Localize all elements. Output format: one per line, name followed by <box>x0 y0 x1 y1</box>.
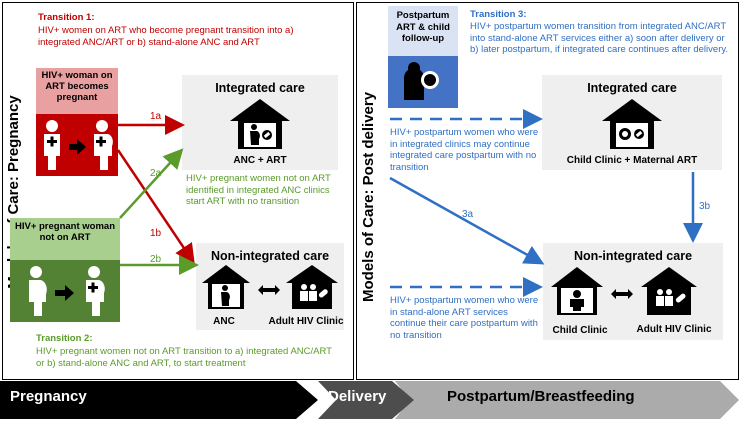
box-not-on-art-title: HIV+ pregnant woman not on ART <box>10 218 120 260</box>
timeline-arrows <box>0 381 739 419</box>
anc-clinic-icon <box>202 265 250 309</box>
integrated-care-title-right: Integrated care <box>587 81 677 95</box>
pregnancy-transition-icon <box>44 120 113 170</box>
transition2-text: HIV+ pregnant women not on ART transitio… <box>36 346 332 369</box>
box-on-art-title: HIV+ woman on ART becomes pregnant <box>36 68 118 114</box>
timeline-postpartum: Postpartum/Breastfeeding <box>447 388 635 405</box>
anc-art-label: ANC + ART <box>233 155 287 166</box>
arrow-3a-label: 3a <box>462 209 474 220</box>
followup-title: Postpartum ART & child follow-up <box>388 6 458 56</box>
transition1-title: Transition 1: <box>38 12 95 23</box>
integrated-care-title-left: Integrated care <box>215 81 305 95</box>
adult-hiv-clinic-label-right: Adult HIV Clinic <box>636 324 712 335</box>
integrated-child-maternal-icon <box>602 99 662 149</box>
left-transition-arrows <box>116 115 199 275</box>
transition1-text: HIV+ women on ART who become pregnant tr… <box>38 25 294 48</box>
pregnancy-arrow-shape <box>0 381 318 419</box>
followup-box: Postpartum ART & child follow-up <box>388 6 458 108</box>
transition3-text: HIV+ postpartum women transition from in… <box>470 21 729 55</box>
integrated-note-left: HIV+ pregnant women not on ART identifie… <box>186 173 331 207</box>
not-on-art-transition-icon <box>29 266 105 316</box>
nonintegrated-care-box-left: Non-integrated care ANC Adult HIV Clinic <box>196 243 344 330</box>
adult-hiv-clinic-icon-right <box>641 267 697 315</box>
child-clinic-label: Child Clinic <box>552 325 608 336</box>
postpartum-arrow-shape <box>395 381 739 419</box>
adult-hiv-clinic-icon <box>286 265 338 309</box>
child-clinic-icon <box>551 267 603 315</box>
nonintegrated-note-right: HIV+ postpartum women who were in stand-… <box>390 295 539 341</box>
arrow-3a <box>389 176 545 265</box>
adult-hiv-clinic-label-left: Adult HIV Clinic <box>268 316 344 327</box>
delivery-arrow-shape <box>318 381 414 419</box>
arrow-3b-label: 3b <box>699 201 711 212</box>
timeline-pregnancy: Pregnancy <box>10 388 87 405</box>
child-clinic-maternal-art-label: Child Clinic + Maternal ART <box>566 155 698 166</box>
arrow-2a <box>119 148 184 219</box>
integrated-clinic-icon <box>230 99 290 149</box>
arrow-2a-label: 2a <box>150 168 162 179</box>
integrated-care-box-right: Integrated care Child Clinic + Maternal … <box>542 75 722 170</box>
arrow-1a-label: 1a <box>150 111 162 122</box>
right-transition-arrows <box>389 109 703 297</box>
anc-label: ANC <box>213 316 235 327</box>
transition2-title: Transition 2: <box>36 333 93 344</box>
mother-child-icon <box>404 62 439 100</box>
nonintegrated-title-right: Non-integrated care <box>573 249 693 263</box>
transition3-title: Transition 3: <box>470 9 527 20</box>
double-arrow-icon-right <box>611 289 633 299</box>
arrow-1b <box>116 149 195 265</box>
integrated-care-box-left: Integrated care ANC + ART <box>182 75 338 170</box>
timeline-delivery: Delivery <box>328 388 387 405</box>
box-not-on-art: HIV+ pregnant woman not on ART <box>10 218 120 322</box>
box-on-art-pregnant: HIV+ woman on ART becomes pregnant <box>36 68 118 176</box>
integrated-note-right: HIV+ postpartum women who were in integr… <box>390 127 539 173</box>
nonintegrated-care-box-right: Non-integrated care Child Clinic Adult H… <box>543 243 723 340</box>
arrow-2b-label: 2b <box>150 254 162 265</box>
arrow-1b-label: 1b <box>150 228 162 239</box>
nonintegrated-title-left: Non-integrated care <box>210 249 330 263</box>
double-arrow-icon-left <box>258 285 280 295</box>
